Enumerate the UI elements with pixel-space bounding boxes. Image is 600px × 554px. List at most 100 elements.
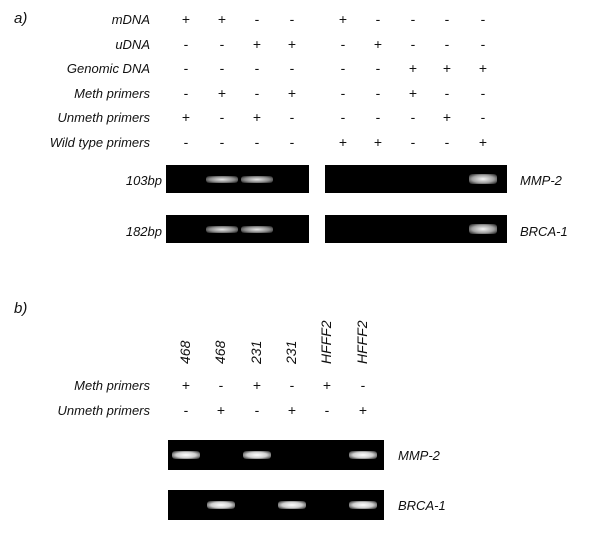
sign-mark: + [478,134,488,150]
condition-row-label: Meth primers [74,378,150,393]
sign-mark: - [289,134,295,150]
sign-mark: + [373,36,383,52]
sign-mark: - [219,134,225,150]
sign-mark: - [183,36,189,52]
sample-label: 468 [212,340,228,364]
sign-mark: - [375,60,381,76]
sign-mark: + [252,109,262,125]
gel-b1 [168,440,384,470]
sign-mark: - [289,377,295,393]
sign-mark: + [287,402,297,418]
gel-band [241,226,273,233]
sign-mark: + [252,36,262,52]
gel-band [207,501,235,509]
sign-mark: + [408,60,418,76]
sign-mark: + [408,85,418,101]
sign-mark: - [218,377,224,393]
sign-mark: - [254,134,260,150]
gel-a2-gene-label: BRCA-1 [520,224,568,239]
gel-a1-gene-label: MMP-2 [520,173,562,188]
condition-row-label: Unmeth primers [57,403,150,418]
sign-mark: - [444,36,450,52]
sign-mark: - [254,11,260,27]
sample-label: HFFF2 [318,320,334,364]
sign-mark: + [216,402,226,418]
sign-mark: + [322,377,332,393]
sample-label: HFFF2 [354,320,370,364]
sign-mark: - [444,134,450,150]
sign-mark: + [217,11,227,27]
gel-band [241,176,273,183]
gel-band [469,174,497,184]
sign-mark: - [375,11,381,27]
panel-a-label: a) [14,10,28,27]
condition-row-label: uDNA [115,37,150,52]
sign-mark: - [410,134,416,150]
sign-mark: + [252,377,262,393]
gel-b2 [168,490,384,520]
sign-mark: + [442,109,452,125]
sign-mark: - [219,109,225,125]
sample-label: 231 [248,340,264,364]
sign-mark: - [410,109,416,125]
sign-mark: - [444,85,450,101]
sign-mark: - [480,109,486,125]
sign-mark: - [183,134,189,150]
condition-row-label: Genomic DNA [66,61,150,76]
sign-mark: + [181,11,191,27]
sign-mark: - [375,109,381,125]
sign-mark: - [360,377,366,393]
sign-mark: + [181,109,191,125]
sign-mark: - [480,36,486,52]
gel-band [172,451,200,459]
gel-band [469,224,497,234]
sign-mark: - [289,11,295,27]
gel-b1-gene-label: MMP-2 [398,448,440,463]
sample-label: 468 [177,340,193,364]
sign-mark: - [480,85,486,101]
sign-mark: + [358,402,368,418]
panel-b-label: b) [14,300,28,317]
condition-row-label: Wild type primers [49,135,150,150]
sample-label: 231 [283,340,299,364]
sign-mark: - [340,109,346,125]
gel-band [206,176,238,183]
sign-mark: + [338,134,348,150]
sign-mark: - [340,60,346,76]
condition-row-label: Unmeth primers [57,110,150,125]
sign-mark: - [219,36,225,52]
sign-mark: - [289,60,295,76]
condition-row-label: mDNA [111,12,150,27]
gel-band [278,501,306,509]
sign-mark: - [289,109,295,125]
sign-mark: + [373,134,383,150]
gel-band [243,451,271,459]
condition-row-label: Meth primers [74,86,150,101]
sign-mark: + [338,11,348,27]
sign-mark: - [375,85,381,101]
sign-mark: - [254,60,260,76]
sign-mark: + [478,60,488,76]
gel-band [349,451,377,459]
sign-mark: + [181,377,191,393]
sign-mark: - [219,60,225,76]
sign-mark: - [444,11,450,27]
sign-mark: - [254,85,260,101]
sign-mark: - [340,85,346,101]
sign-mark: - [183,85,189,101]
sign-mark: + [217,85,227,101]
sign-mark: - [410,11,416,27]
sign-mark: + [442,60,452,76]
sign-mark: - [183,60,189,76]
gel-band [206,226,238,233]
gel-a2-size-label: 182bp [125,224,162,239]
gel-band [349,501,377,509]
sign-mark: + [287,85,297,101]
gel-b2-gene-label: BRCA-1 [398,498,446,513]
sign-mark: - [480,11,486,27]
gel-a1-size-label: 103bp [125,173,162,188]
sign-mark: - [410,36,416,52]
sign-mark: - [183,402,189,418]
sign-mark: - [340,36,346,52]
sign-mark: - [254,402,260,418]
